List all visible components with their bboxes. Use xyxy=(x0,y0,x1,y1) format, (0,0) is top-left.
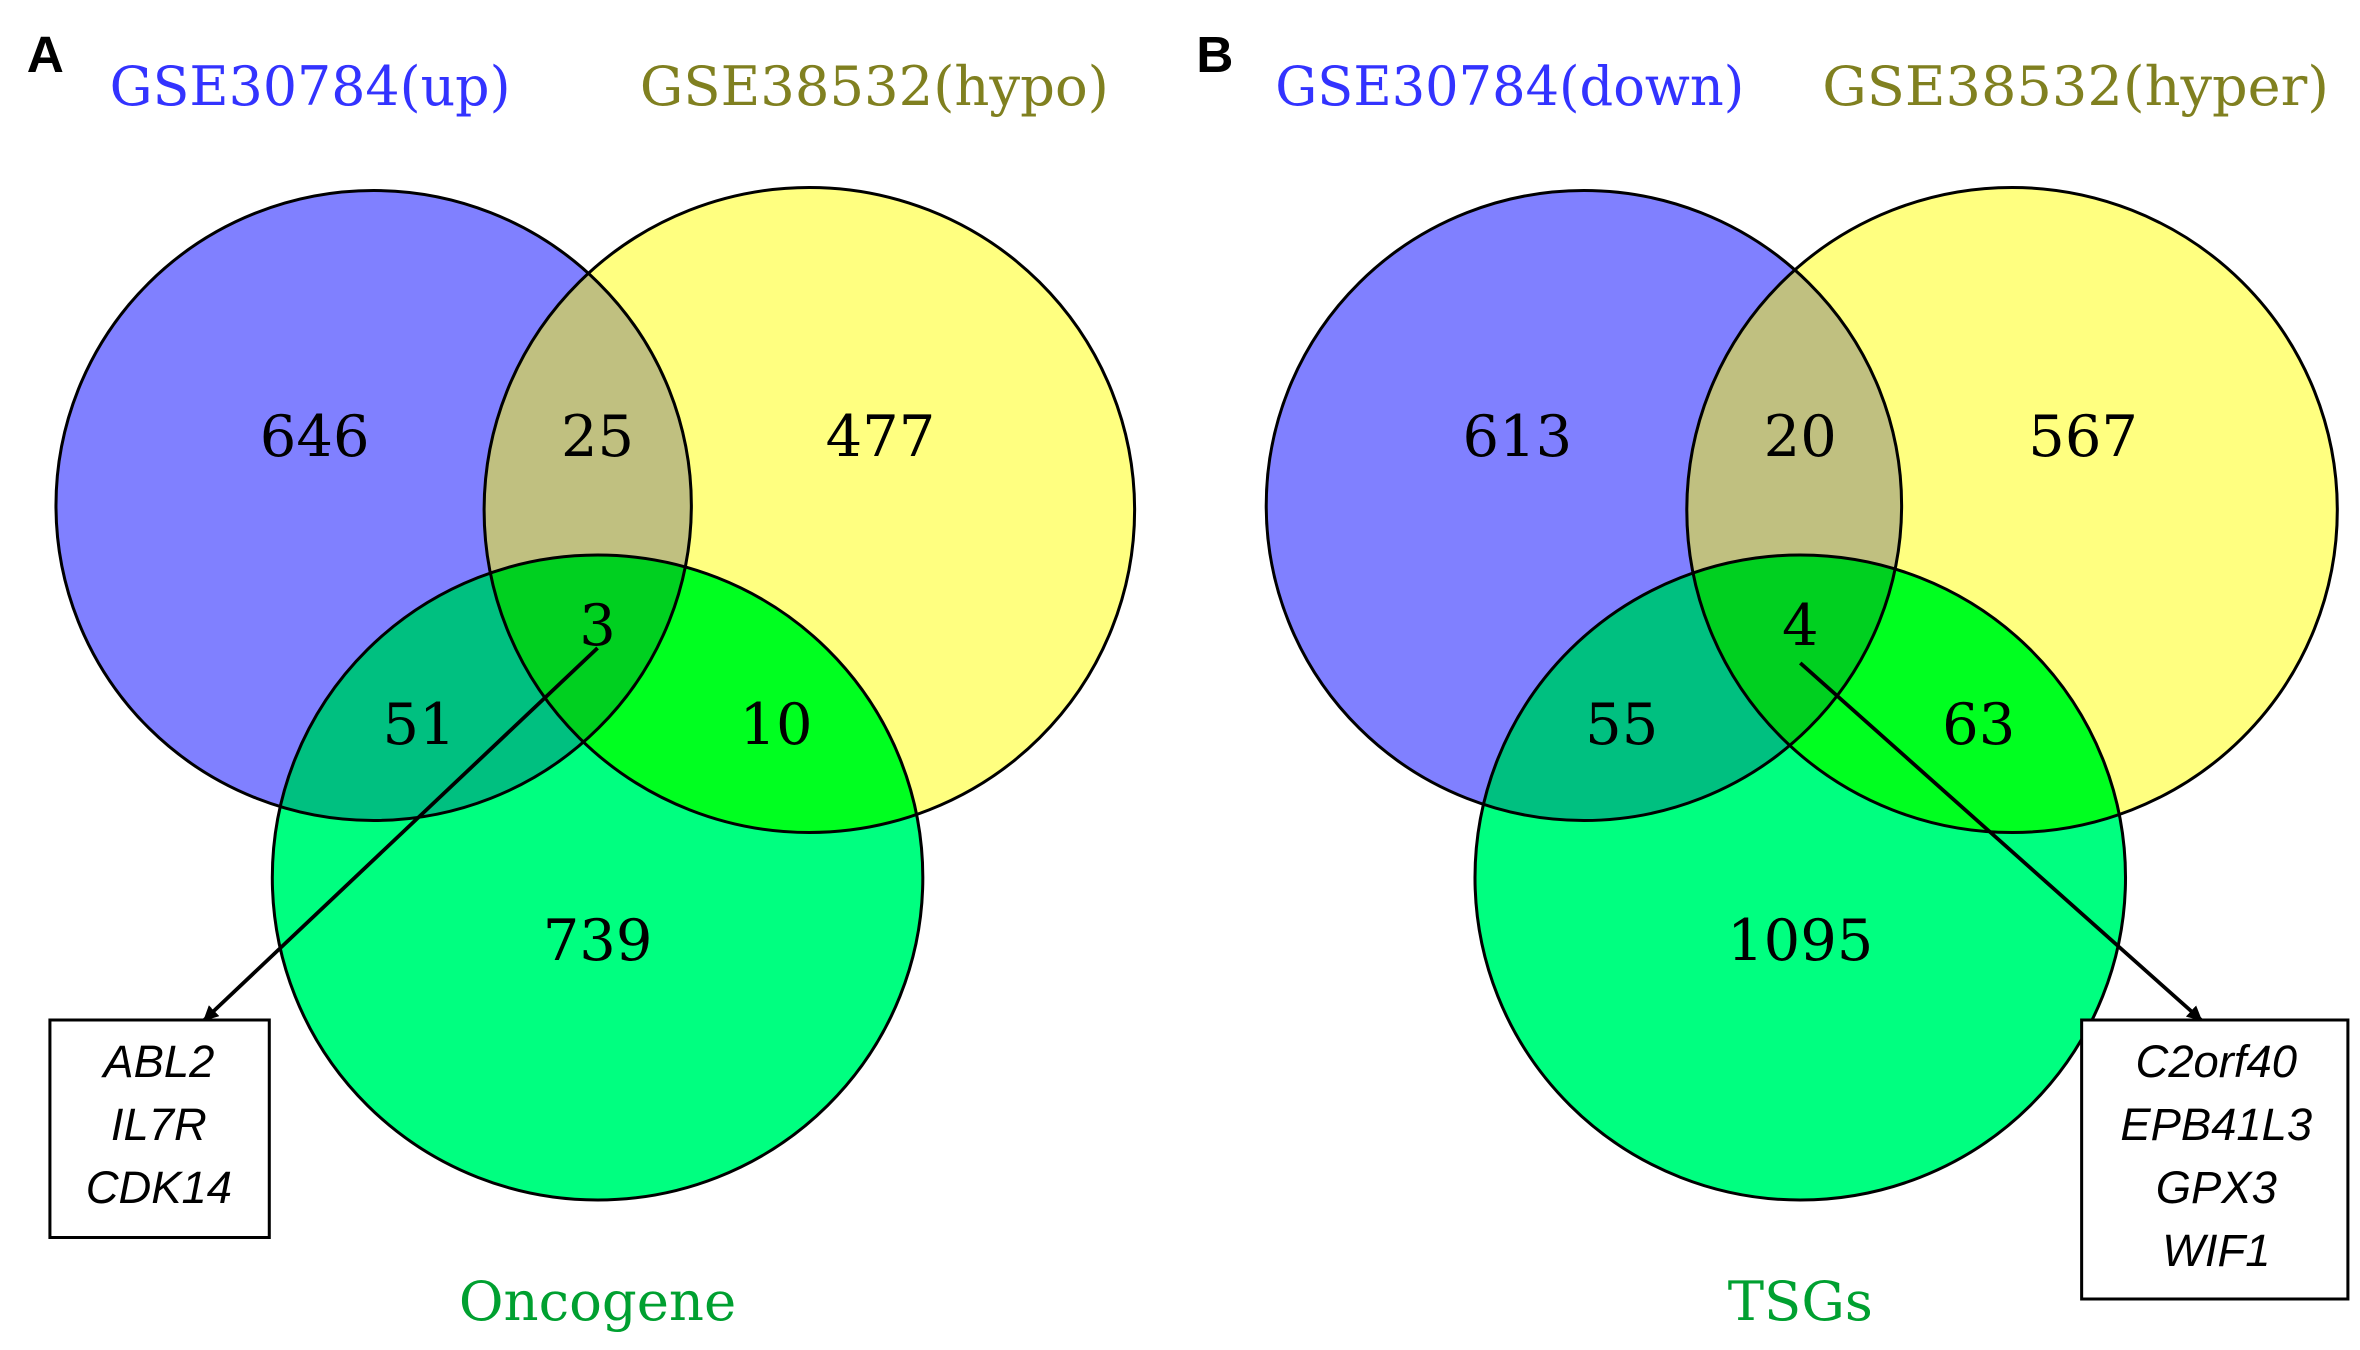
count-ab: 25 xyxy=(561,404,634,470)
panel-letter: B xyxy=(1196,26,1233,83)
set-c-circle-outline xyxy=(270,553,925,1202)
count-abc: 4 xyxy=(1782,593,1819,659)
region-ac xyxy=(1475,555,1902,821)
gene-name: ABL2 xyxy=(100,1036,214,1087)
count-b-only: 477 xyxy=(826,404,936,470)
count-ac: 55 xyxy=(1585,692,1658,758)
set-a-label: GSE30784(down) xyxy=(1275,55,1744,118)
set-a-circle-outline xyxy=(54,189,693,822)
count-ab: 20 xyxy=(1764,404,1837,470)
callout-arrow xyxy=(1798,661,2203,1022)
count-c-only: 739 xyxy=(543,908,653,974)
region-bc xyxy=(1686,555,2126,833)
gene-name: WIF1 xyxy=(2162,1225,2270,1276)
venn-panel-b: 613 20 567 4 55 63 1095 B GSE30784(down) GSE38532… xyxy=(1196,26,2350,1333)
gene-name: EPB41L3 xyxy=(2120,1099,2312,1150)
panel-letter: A xyxy=(27,26,64,83)
callout-arrow xyxy=(202,646,599,1022)
gene-list-box xyxy=(2080,1018,2350,1301)
region-bc xyxy=(484,555,923,833)
set-b-label: GSE38532(hypo) xyxy=(640,55,1109,118)
set-b-circle-outline xyxy=(482,186,1137,834)
set-c-circle-outline xyxy=(1473,553,2128,1202)
count-bc: 63 xyxy=(1942,692,2015,758)
count-abc: 3 xyxy=(579,593,616,659)
gene-name: C2orf40 xyxy=(2136,1036,2297,1087)
region-ac xyxy=(272,555,692,821)
gene-name: IL7R xyxy=(111,1099,207,1150)
count-bc: 10 xyxy=(740,692,813,758)
count-a-only: 613 xyxy=(1463,404,1573,470)
count-c-only: 1095 xyxy=(1727,908,1873,974)
venn-panel-a: 646 25 477 3 51 10 739 A GSE30784(up) GSE38532(hy… xyxy=(27,26,1137,1333)
count-ac: 51 xyxy=(382,692,455,758)
set-a-label: GSE30784(up) xyxy=(110,55,511,118)
count-a-only: 646 xyxy=(260,404,370,470)
set-a-circle-outline xyxy=(1264,189,1904,822)
gene-name: GPX3 xyxy=(2156,1162,2277,1213)
count-b-only: 567 xyxy=(2028,404,2138,470)
set-c-label: Oncogene xyxy=(459,1270,736,1333)
gene-list-box xyxy=(48,1018,271,1239)
set-c-label: TSGs xyxy=(1728,1270,1873,1333)
set-b-circle-outline xyxy=(1685,186,2339,834)
set-b-label: GSE38532(hyper) xyxy=(1822,55,2329,118)
gene-name: CDK14 xyxy=(86,1162,232,1213)
